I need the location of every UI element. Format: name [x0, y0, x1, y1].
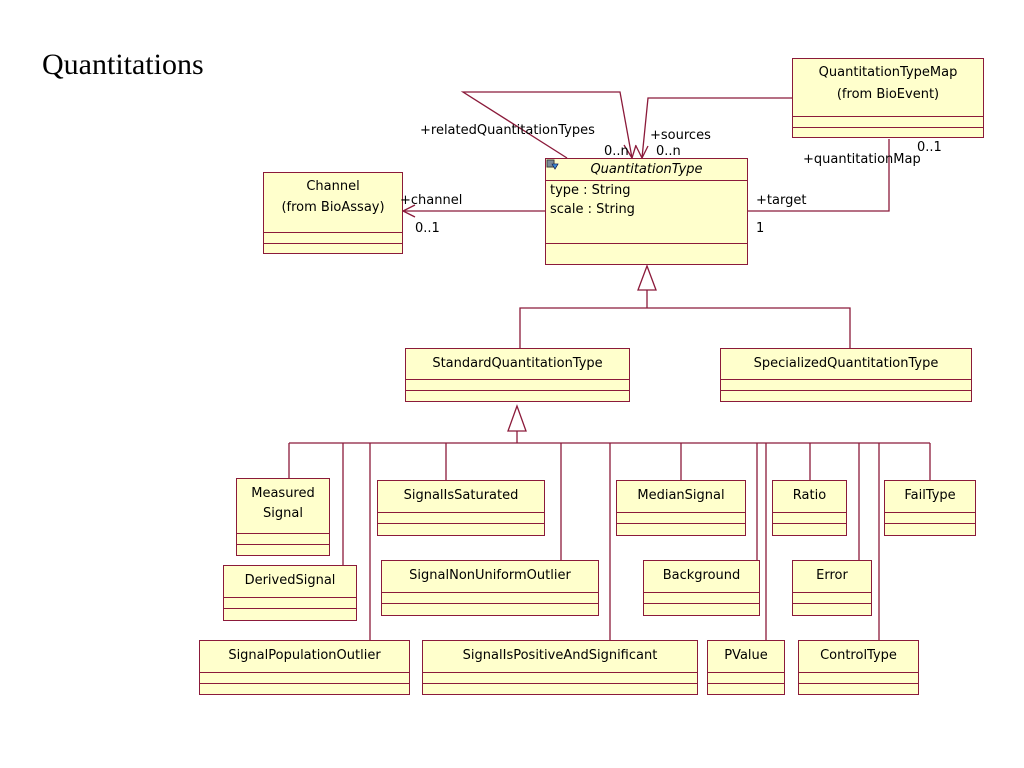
- class-name: MedianSignal: [637, 488, 725, 503]
- class-name: SignalIsSaturated: [403, 488, 519, 503]
- class-signal-non-uniform-outlier[interactable]: SignalNonUniformOutlier: [381, 560, 599, 616]
- generalization-triangle-top: [637, 264, 657, 291]
- class-name: SignalIsPositiveAndSignificant: [462, 648, 658, 663]
- attribute-scale: scale : String: [546, 159, 747, 219]
- related-role-label: +relatedQuantitationTypes: [420, 123, 595, 138]
- class-name: SignalPopulationOutlier: [228, 648, 381, 663]
- target-role-label: +target: [756, 193, 807, 208]
- sources-role-label: +sources: [650, 128, 711, 143]
- related-multiplicity: 0..n: [604, 144, 629, 159]
- class-signal-is-positive-and-significant[interactable]: SignalIsPositiveAndSignificant: [422, 640, 698, 695]
- class-standard-quantitation-type[interactable]: StandardQuantitationType: [405, 348, 630, 402]
- class-median-signal[interactable]: MedianSignal: [616, 480, 746, 536]
- class-quantitation-type-map[interactable]: QuantitationTypeMap (from BioEvent): [792, 58, 984, 138]
- class-background[interactable]: Background: [643, 560, 760, 616]
- class-name: QuantitationTypeMap: [818, 65, 958, 80]
- target-multiplicity: 1: [756, 221, 765, 236]
- generalization-top: [519, 307, 851, 348]
- class-signal-is-saturated[interactable]: SignalIsSaturated: [377, 480, 545, 536]
- class-name: Ratio: [792, 488, 827, 503]
- channel-arrowhead: [401, 204, 416, 218]
- channel-multiplicity: 0..1: [415, 221, 440, 236]
- class-name: FailType: [904, 488, 956, 503]
- class-quantitation-type[interactable]: QuantitationType type : String scale : S…: [545, 158, 748, 265]
- attribute-icon: [546, 159, 559, 170]
- slide-title: Quantitations: [42, 48, 204, 81]
- sources-association: [641, 97, 792, 159]
- class-name: ControlType: [820, 648, 897, 663]
- class-name: Error: [816, 568, 848, 583]
- class-name: SignalNonUniformOutlier: [409, 568, 571, 583]
- class-name: Background: [662, 568, 741, 583]
- class-error[interactable]: Error: [792, 560, 872, 616]
- class-name: SpecializedQuantitationType: [753, 356, 939, 371]
- attribute-type: type : String: [546, 159, 747, 200]
- self-association: [460, 91, 633, 159]
- class-name: Channel: [306, 179, 360, 194]
- class-pvalue[interactable]: PValue: [707, 640, 785, 695]
- class-ratio[interactable]: Ratio: [772, 480, 847, 536]
- class-name: PValue: [724, 648, 768, 663]
- map-role-label: +quantitationMap: [803, 152, 921, 167]
- map-multiplicity: 0..1: [917, 140, 942, 155]
- target-association: [748, 139, 890, 212]
- class-derived-signal[interactable]: DerivedSignal: [223, 565, 357, 621]
- class-name: QuantitationType: [590, 162, 703, 177]
- generalization-triangle-standard: [507, 404, 527, 432]
- sources-multiplicity: 0..n: [656, 144, 681, 159]
- class-package: (from BioEvent): [836, 87, 940, 102]
- class-fail-type[interactable]: FailType: [884, 480, 976, 536]
- class-package: (from BioAssay): [281, 200, 385, 215]
- class-specialized-quantitation-type[interactable]: SpecializedQuantitationType: [720, 348, 972, 402]
- class-control-type[interactable]: ControlType: [798, 640, 919, 695]
- class-channel[interactable]: Channel (from BioAssay): [263, 172, 403, 254]
- class-name: StandardQuantitationType: [432, 356, 603, 371]
- channel-role-label: +channel: [400, 193, 463, 208]
- class-signal-population-outlier[interactable]: SignalPopulationOutlier: [199, 640, 410, 695]
- class-name: DerivedSignal: [244, 573, 336, 588]
